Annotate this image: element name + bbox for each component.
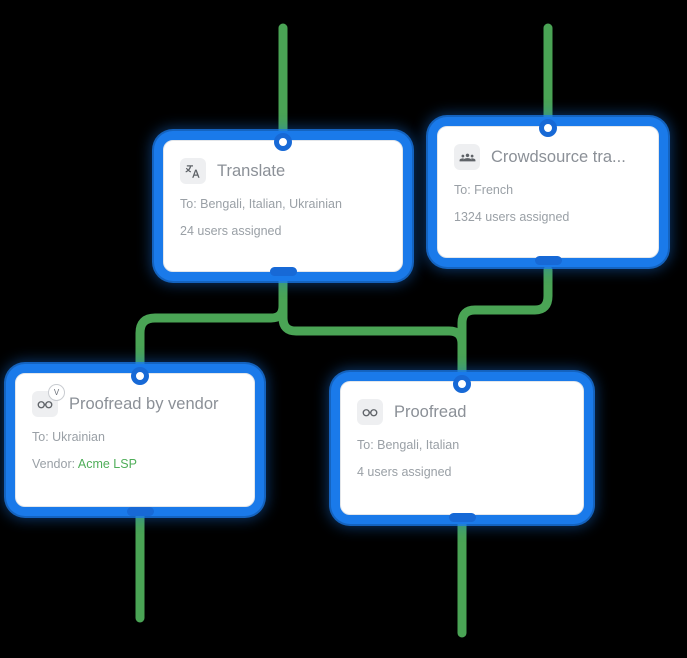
node-body: To: Ukrainian Vendor: Acme LSP xyxy=(16,417,254,471)
node-title: Translate xyxy=(217,161,286,180)
node-detail-target: To: Ukrainian xyxy=(32,430,105,444)
node-header: Crowdsource tra... xyxy=(438,127,658,170)
glasses-icon xyxy=(357,399,383,425)
glasses-vendor-icon: V xyxy=(32,384,65,417)
vendor-label: Vendor: xyxy=(32,457,78,471)
node-detail-vendor: Vendor: Acme LSP xyxy=(32,457,238,471)
output-port-crowdsource[interactable] xyxy=(535,256,562,265)
node-detail-assignment: 4 users assigned xyxy=(357,465,452,479)
input-port-proofread[interactable] xyxy=(453,375,471,393)
node-body: To: Bengali, Italian, Ukrainian 24 users… xyxy=(164,184,402,238)
node-detail-target: To: Bengali, Italian xyxy=(357,438,460,452)
edge-translate-to-proofread xyxy=(278,267,467,388)
vendor-value: Acme LSP xyxy=(77,457,137,471)
node-title: Proofread xyxy=(394,402,467,421)
node-detail-assignment: 1324 users assigned xyxy=(454,210,570,224)
vendor-badge: V xyxy=(48,384,65,401)
node-detail-target: To: Bengali, Italian, Ukrainian xyxy=(180,197,342,211)
node-body: To: French 1324 users assigned xyxy=(438,170,658,224)
node-header: V Proofread by vendor xyxy=(16,374,254,417)
people-group-icon xyxy=(454,144,480,170)
node-header: Translate xyxy=(164,141,402,184)
node-body: To: Bengali, Italian 4 users assigned xyxy=(341,425,583,479)
node-crowdsource[interactable]: Crowdsource tra... To: French 1324 users… xyxy=(437,126,659,258)
node-translate[interactable]: Translate To: Bengali, Italian, Ukrainia… xyxy=(163,140,403,272)
input-port-crowdsource[interactable] xyxy=(539,119,557,137)
node-header: Proofread xyxy=(341,382,583,425)
input-port-proofread-by-vendor[interactable] xyxy=(131,367,149,385)
node-title: Proofread by vendor xyxy=(69,394,219,413)
node-proofread[interactable]: Proofread To: Bengali, Italian 4 users a… xyxy=(340,381,584,515)
node-title: Crowdsource tra... xyxy=(491,147,626,166)
output-port-proofread[interactable] xyxy=(449,513,476,522)
node-detail-assignment: 24 users assigned xyxy=(180,224,282,238)
edge-crowdsource-to-proofread xyxy=(457,265,553,388)
edge-translate-to-proofread-vendor xyxy=(135,267,288,380)
input-port-translate[interactable] xyxy=(274,133,292,151)
translate-icon xyxy=(180,158,206,184)
output-port-proofread-by-vendor[interactable] xyxy=(127,507,154,516)
node-proofread-by-vendor[interactable]: V Proofread by vendor To: Ukrainian Vend… xyxy=(15,373,255,507)
node-detail-target: To: French xyxy=(454,183,514,197)
output-port-translate[interactable] xyxy=(270,267,297,276)
